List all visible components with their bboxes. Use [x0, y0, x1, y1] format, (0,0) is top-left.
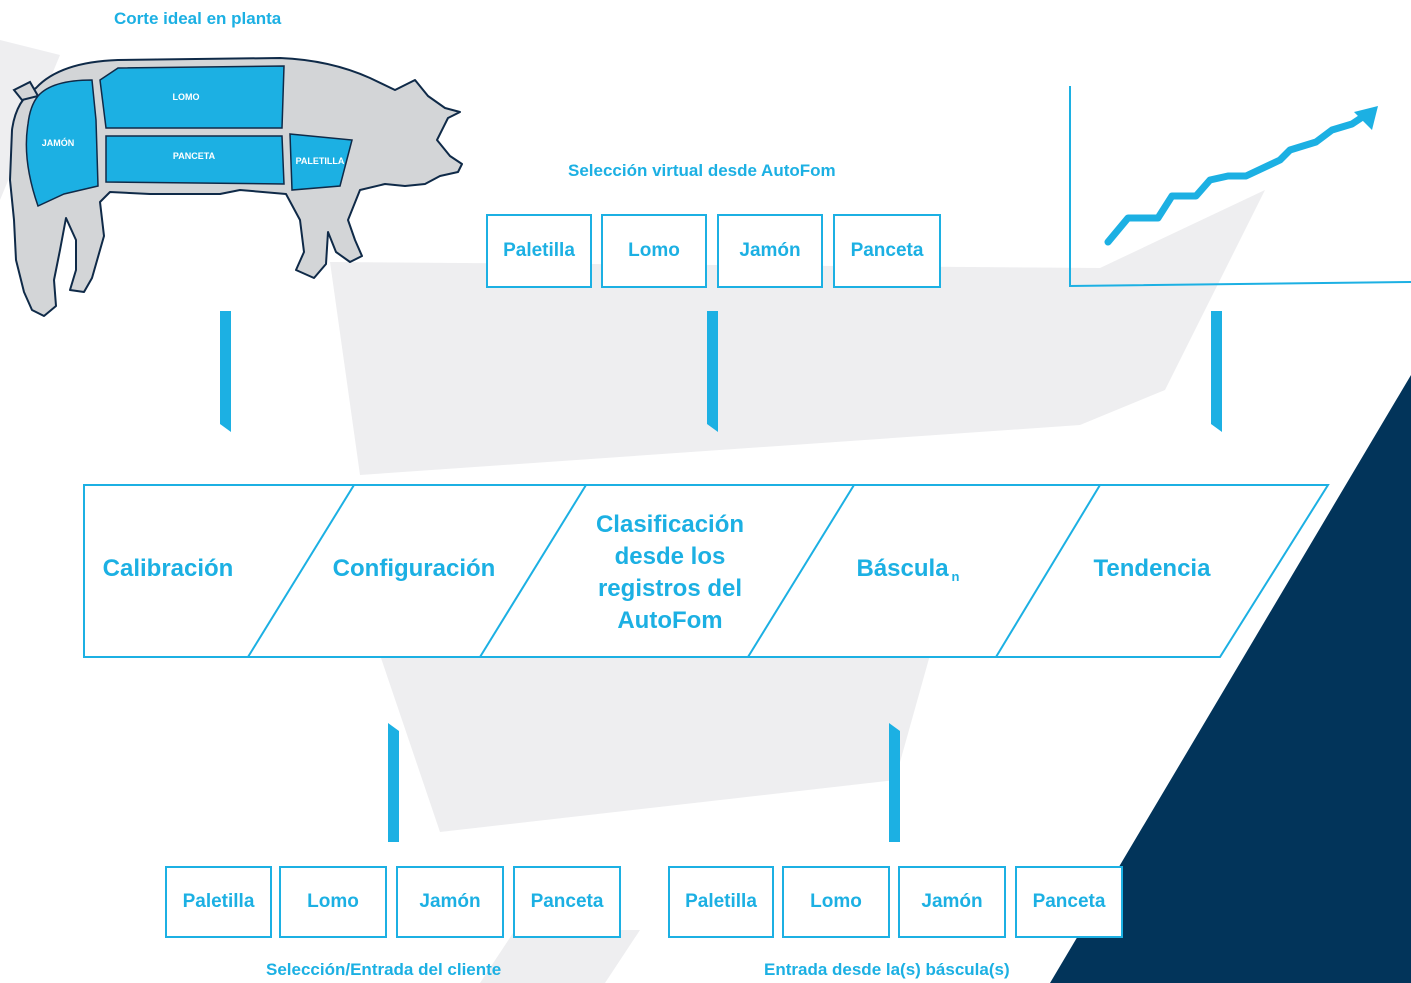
- top-cut-panceta: Panceta: [833, 214, 941, 288]
- top-cut-paletilla: Paletilla: [486, 214, 592, 288]
- stage-clasificacion-line4: AutoFom: [617, 607, 723, 634]
- cut-paletilla-shape: [289, 133, 353, 191]
- client-cut-jamon: Jamón: [396, 866, 504, 938]
- stage-bascula-label: Báscula: [856, 555, 949, 582]
- stage-divider: [479, 484, 587, 658]
- client-cut-lomo: Lomo: [279, 866, 387, 938]
- stage-tendencia: Tendencia: [1093, 555, 1211, 582]
- stage-clasificacion-line2: desde los: [614, 543, 726, 570]
- cut-lomo-shape: [99, 65, 285, 129]
- trend-line: [1104, 112, 1368, 246]
- cut-jamon-shape: [25, 79, 99, 208]
- scale-cut-panceta: Panceta: [1015, 866, 1123, 938]
- stage-configuracion: Configuración: [332, 555, 496, 582]
- top-cut-jamon: Jamón: [717, 214, 823, 288]
- client-cut-paletilla: Paletilla: [165, 866, 272, 938]
- stage-clasificacion-line3: registros del: [597, 575, 743, 602]
- stage-calibracion: Calibración: [102, 555, 234, 582]
- navy-corner: [1050, 375, 1411, 983]
- scale-cut-jamon: Jamón: [898, 866, 1006, 938]
- stage-divider: [247, 484, 355, 658]
- stage-clasificacion-line1: Clasificación: [595, 511, 745, 538]
- ribbon-middle: [330, 190, 1265, 475]
- ribbon-lower: [380, 655, 930, 832]
- connector-configuracion: [388, 723, 399, 842]
- stage-divider: [747, 484, 855, 658]
- pig-label-panceta: PANCETA: [173, 151, 216, 161]
- connector-bascula: [889, 723, 900, 842]
- stage-divider: [995, 484, 1101, 658]
- pig-label-jamon: JAMÓN: [42, 137, 75, 148]
- scale-cut-lomo: Lomo: [782, 866, 890, 938]
- trend-arrowhead: [1354, 106, 1378, 130]
- bottom-left-caption: Selección/Entrada del cliente: [266, 960, 502, 979]
- top-cut-lomo: Lomo: [601, 214, 707, 288]
- scale-cut-paletilla: Paletilla: [668, 866, 774, 938]
- cut-panceta-shape: [105, 135, 285, 185]
- client-cut-panceta: Panceta: [513, 866, 621, 938]
- pig-label-paletilla: PALETILLA: [296, 156, 345, 166]
- connector-tendencia: [1211, 311, 1222, 432]
- bottom-right-caption: Entrada desde la(s) báscula(s): [764, 960, 1010, 979]
- pig-label-lomo: LOMO: [173, 92, 200, 102]
- trend-axes: [1069, 86, 1411, 288]
- stage-bascula-subscript: n: [951, 569, 960, 584]
- stage-clasificacion: Clasificación desde los registros del Au…: [570, 509, 770, 637]
- connector-calibracion: [220, 311, 231, 432]
- stage-band-outline: [83, 484, 1330, 658]
- top-left-title: Corte ideal en planta: [114, 9, 282, 28]
- ribbon-bottom: [480, 930, 640, 983]
- connector-clasificacion: [707, 311, 718, 432]
- top-center-title: Selección virtual desde AutoFom: [568, 161, 836, 180]
